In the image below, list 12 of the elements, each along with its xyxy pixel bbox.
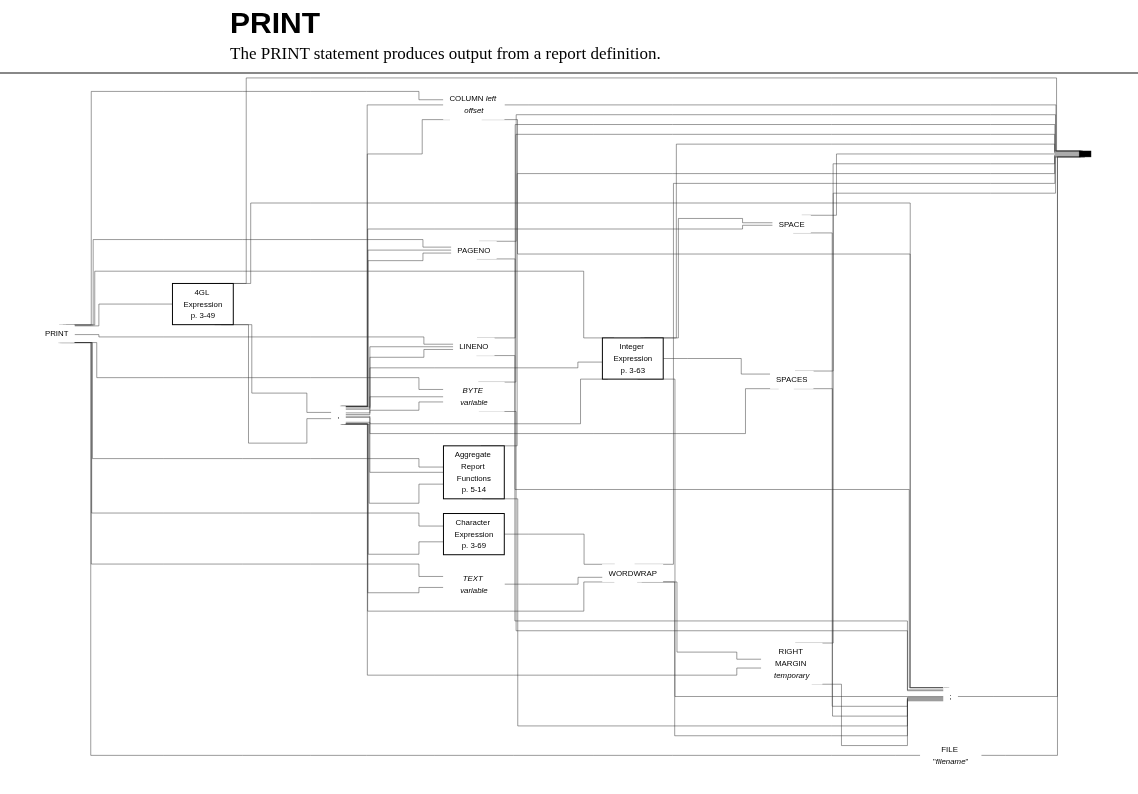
node-bar	[1078, 150, 1092, 158]
connector	[345, 422, 444, 473]
connector	[74, 303, 173, 327]
title: PRINT	[230, 6, 321, 40]
description-text: The PRINT statement produces output from a report definition.	[230, 44, 662, 64]
connector	[662, 358, 771, 375]
connector	[345, 401, 444, 415]
connector	[345, 361, 603, 410]
connector	[343, 423, 444, 504]
connector	[504, 577, 603, 585]
connector	[74, 334, 454, 345]
connector	[345, 396, 444, 414]
